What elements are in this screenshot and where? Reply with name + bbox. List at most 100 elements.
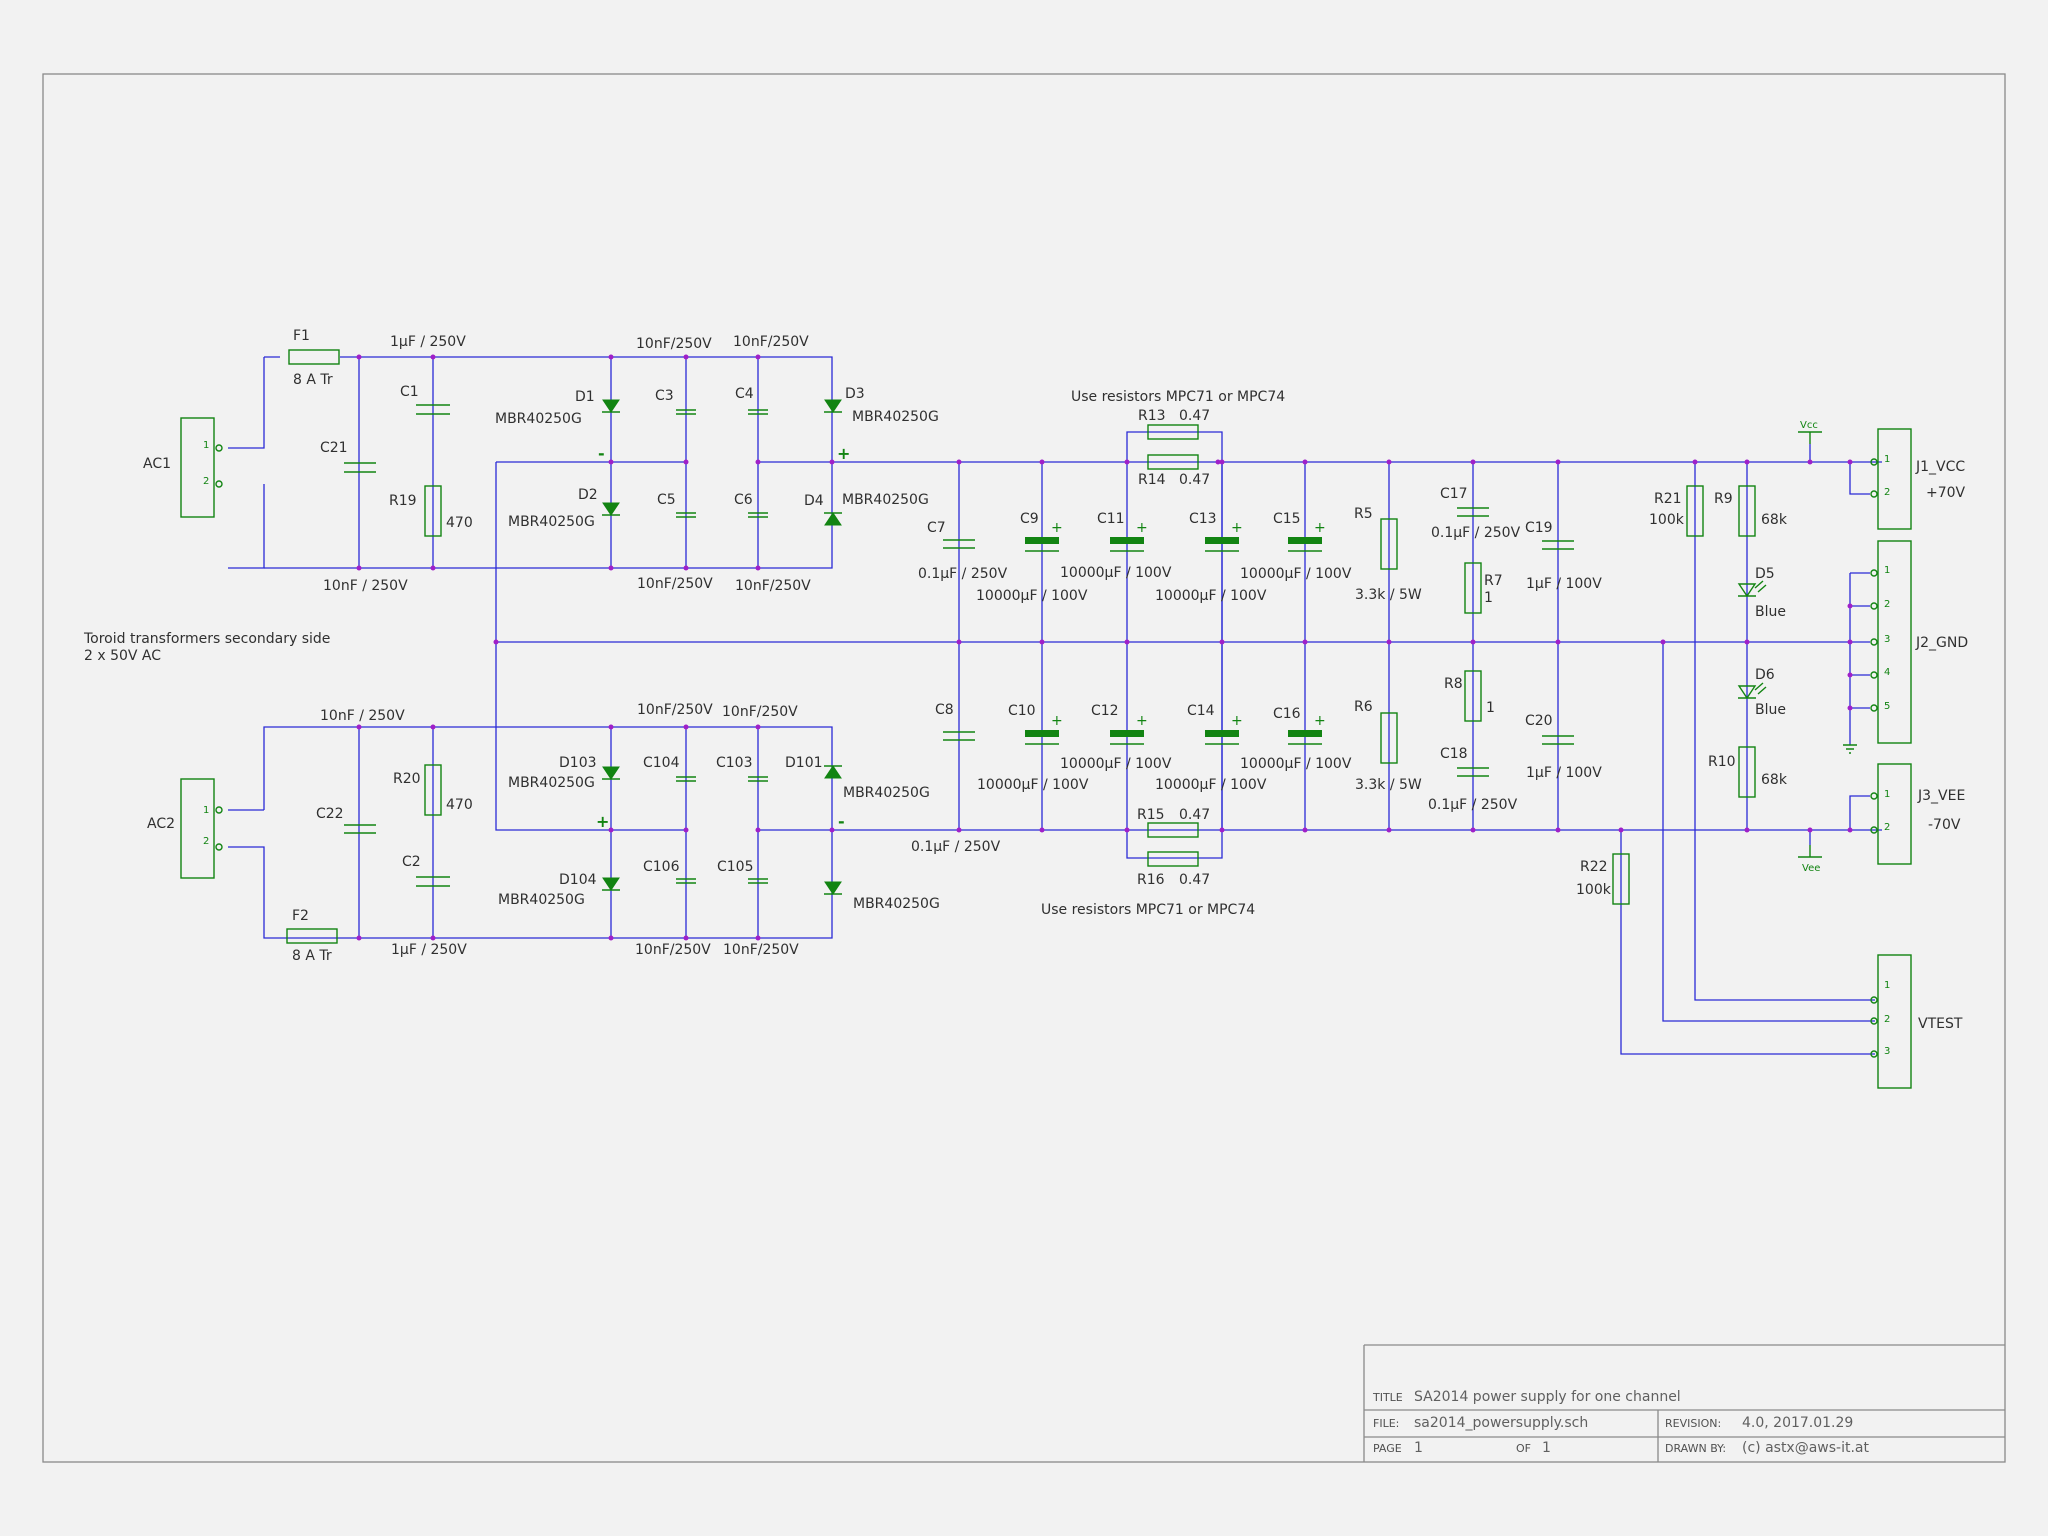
label-d3: D3 [845, 386, 865, 402]
svg-text:2: 2 [1884, 599, 1890, 610]
title-block: TITLE SA2014 power supply for one channe… [1363, 1344, 2005, 1462]
title-label: TITLE [1372, 1391, 1403, 1404]
label-c1: C1 [400, 384, 419, 400]
label-c7: C7 [927, 520, 946, 536]
svg-text:-: - [838, 812, 845, 831]
label-d3v: MBR40250G [852, 409, 939, 425]
label-r7: R7 [1484, 573, 1503, 589]
label-c9v: 10000µF / 100V [976, 588, 1088, 604]
fuses [286, 349, 340, 944]
label-r5v: 3.3k / 5W [1355, 587, 1422, 603]
revision-label: REVISION: [1665, 1417, 1721, 1430]
svg-text:+: + [1051, 713, 1063, 729]
label-d103: D103 [559, 755, 597, 771]
label-c7v: 0.1µF / 250V [918, 566, 1008, 582]
label-j2: J2_GND [1915, 635, 1968, 651]
label-c103v: 10nF/250V [722, 704, 798, 720]
page-label: PAGE [1373, 1442, 1402, 1455]
label-r16v: 0.47 [1179, 872, 1210, 888]
label-c104v: 10nF/250V [637, 702, 713, 718]
svg-text:1: 1 [1884, 565, 1890, 576]
connector-ac2: 12 [180, 778, 223, 879]
junctions [356, 354, 1853, 941]
label-r5: R5 [1354, 506, 1373, 522]
svg-text:4: 4 [1884, 667, 1890, 678]
label-c14v: 10000µF / 100V [1155, 777, 1267, 793]
svg-text:+: + [837, 444, 850, 463]
svg-text:2: 2 [1884, 487, 1890, 498]
label-d2: D2 [578, 487, 598, 503]
label-c16v: 10000µF / 100V [1240, 756, 1352, 772]
vee-label: Vee [1802, 863, 1820, 874]
label-d101v: MBR40250G [843, 785, 930, 801]
label-f1: F1 [293, 328, 310, 344]
label-c4: C4 [735, 386, 754, 402]
label-c22v: 10nF / 250V [320, 708, 405, 724]
label-d4v: MBR40250G [842, 492, 929, 508]
label-c3: C3 [655, 388, 674, 404]
svg-text:3: 3 [1884, 1046, 1890, 1057]
bridge-polarity-signs: -+ +- [596, 444, 850, 831]
label-r15: R15 [1137, 807, 1165, 823]
of-label: OF [1516, 1442, 1531, 1455]
label-d5: D5 [1755, 566, 1775, 582]
label-c103: C103 [716, 755, 753, 771]
label-c2v: 1µF / 250V [391, 942, 467, 958]
label-d1: D1 [575, 389, 595, 405]
label-c13v: 10000µF / 100V [1155, 588, 1267, 604]
label-c2: C2 [402, 854, 421, 870]
label-c10v: 10000µF / 100V [977, 777, 1089, 793]
label-r21: R21 [1654, 491, 1682, 507]
label-ac1: AC1 [143, 456, 171, 472]
label-c3v: 10nF/250V [636, 336, 712, 352]
label-r6: R6 [1354, 699, 1373, 715]
svg-text:3: 3 [1884, 634, 1890, 645]
label-d104: D104 [559, 872, 597, 888]
label-c14: C14 [1187, 703, 1215, 719]
label-f2v: 8 A Tr [292, 948, 332, 964]
label-c12v: 10000µF / 100V [1060, 756, 1172, 772]
label-c106: C106 [643, 859, 680, 875]
label-r14v: 0.47 [1179, 472, 1210, 488]
wires [228, 356, 1882, 1055]
label-d4: D4 [804, 493, 824, 509]
label-r20: R20 [393, 771, 421, 787]
label-r19: R19 [389, 493, 417, 509]
page-value: 1 [1414, 1440, 1423, 1456]
label-c105v: 10nF/250V [723, 942, 799, 958]
revision-value: 4.0, 2017.01.29 [1742, 1415, 1853, 1431]
svg-text:+: + [1136, 713, 1148, 729]
svg-text:+: + [1231, 520, 1243, 536]
label-c1v: 1µF / 250V [390, 334, 466, 350]
label-f1v: 8 A Tr [293, 372, 333, 388]
label-r6v: 3.3k / 5W [1355, 777, 1422, 793]
label-r22v: 100k [1576, 882, 1612, 898]
label-d104v: MBR40250G [498, 892, 585, 908]
label-d2v: MBR40250G [508, 514, 595, 530]
resistors [424, 424, 1756, 905]
label-j3: J3_VEE [1917, 788, 1965, 804]
label-r13v: 0.47 [1179, 408, 1210, 424]
label-r10v: 68k [1761, 772, 1788, 788]
label-j1: J1_VCC [1915, 459, 1965, 475]
label-d6: D6 [1755, 667, 1775, 683]
file-label: FILE: [1373, 1417, 1399, 1430]
svg-text:+: + [1314, 713, 1326, 729]
svg-text:1: 1 [1884, 789, 1890, 800]
label-c13: C13 [1189, 511, 1217, 527]
label-c17: C17 [1440, 486, 1468, 502]
svg-text:+: + [1051, 520, 1063, 536]
vcc-label: Vcc [1800, 420, 1818, 431]
label-c105: C105 [717, 859, 754, 875]
svg-text:+: + [1136, 520, 1148, 536]
label-d5v: Blue [1755, 604, 1786, 620]
svg-text:1: 1 [1884, 454, 1890, 465]
label-d102: D102 [0, 0, 38, 4]
label-c18v: 0.1µF / 250V [1428, 797, 1518, 813]
of-value: 1 [1542, 1440, 1551, 1456]
label-d103v: MBR40250G [508, 775, 595, 791]
note-resistors-bottom: Use resistors MPC71 or MPC74 [1041, 902, 1255, 918]
label-c6v: 10nF/250V [735, 578, 811, 594]
title-value: SA2014 power supply for one channel [1414, 1389, 1681, 1405]
